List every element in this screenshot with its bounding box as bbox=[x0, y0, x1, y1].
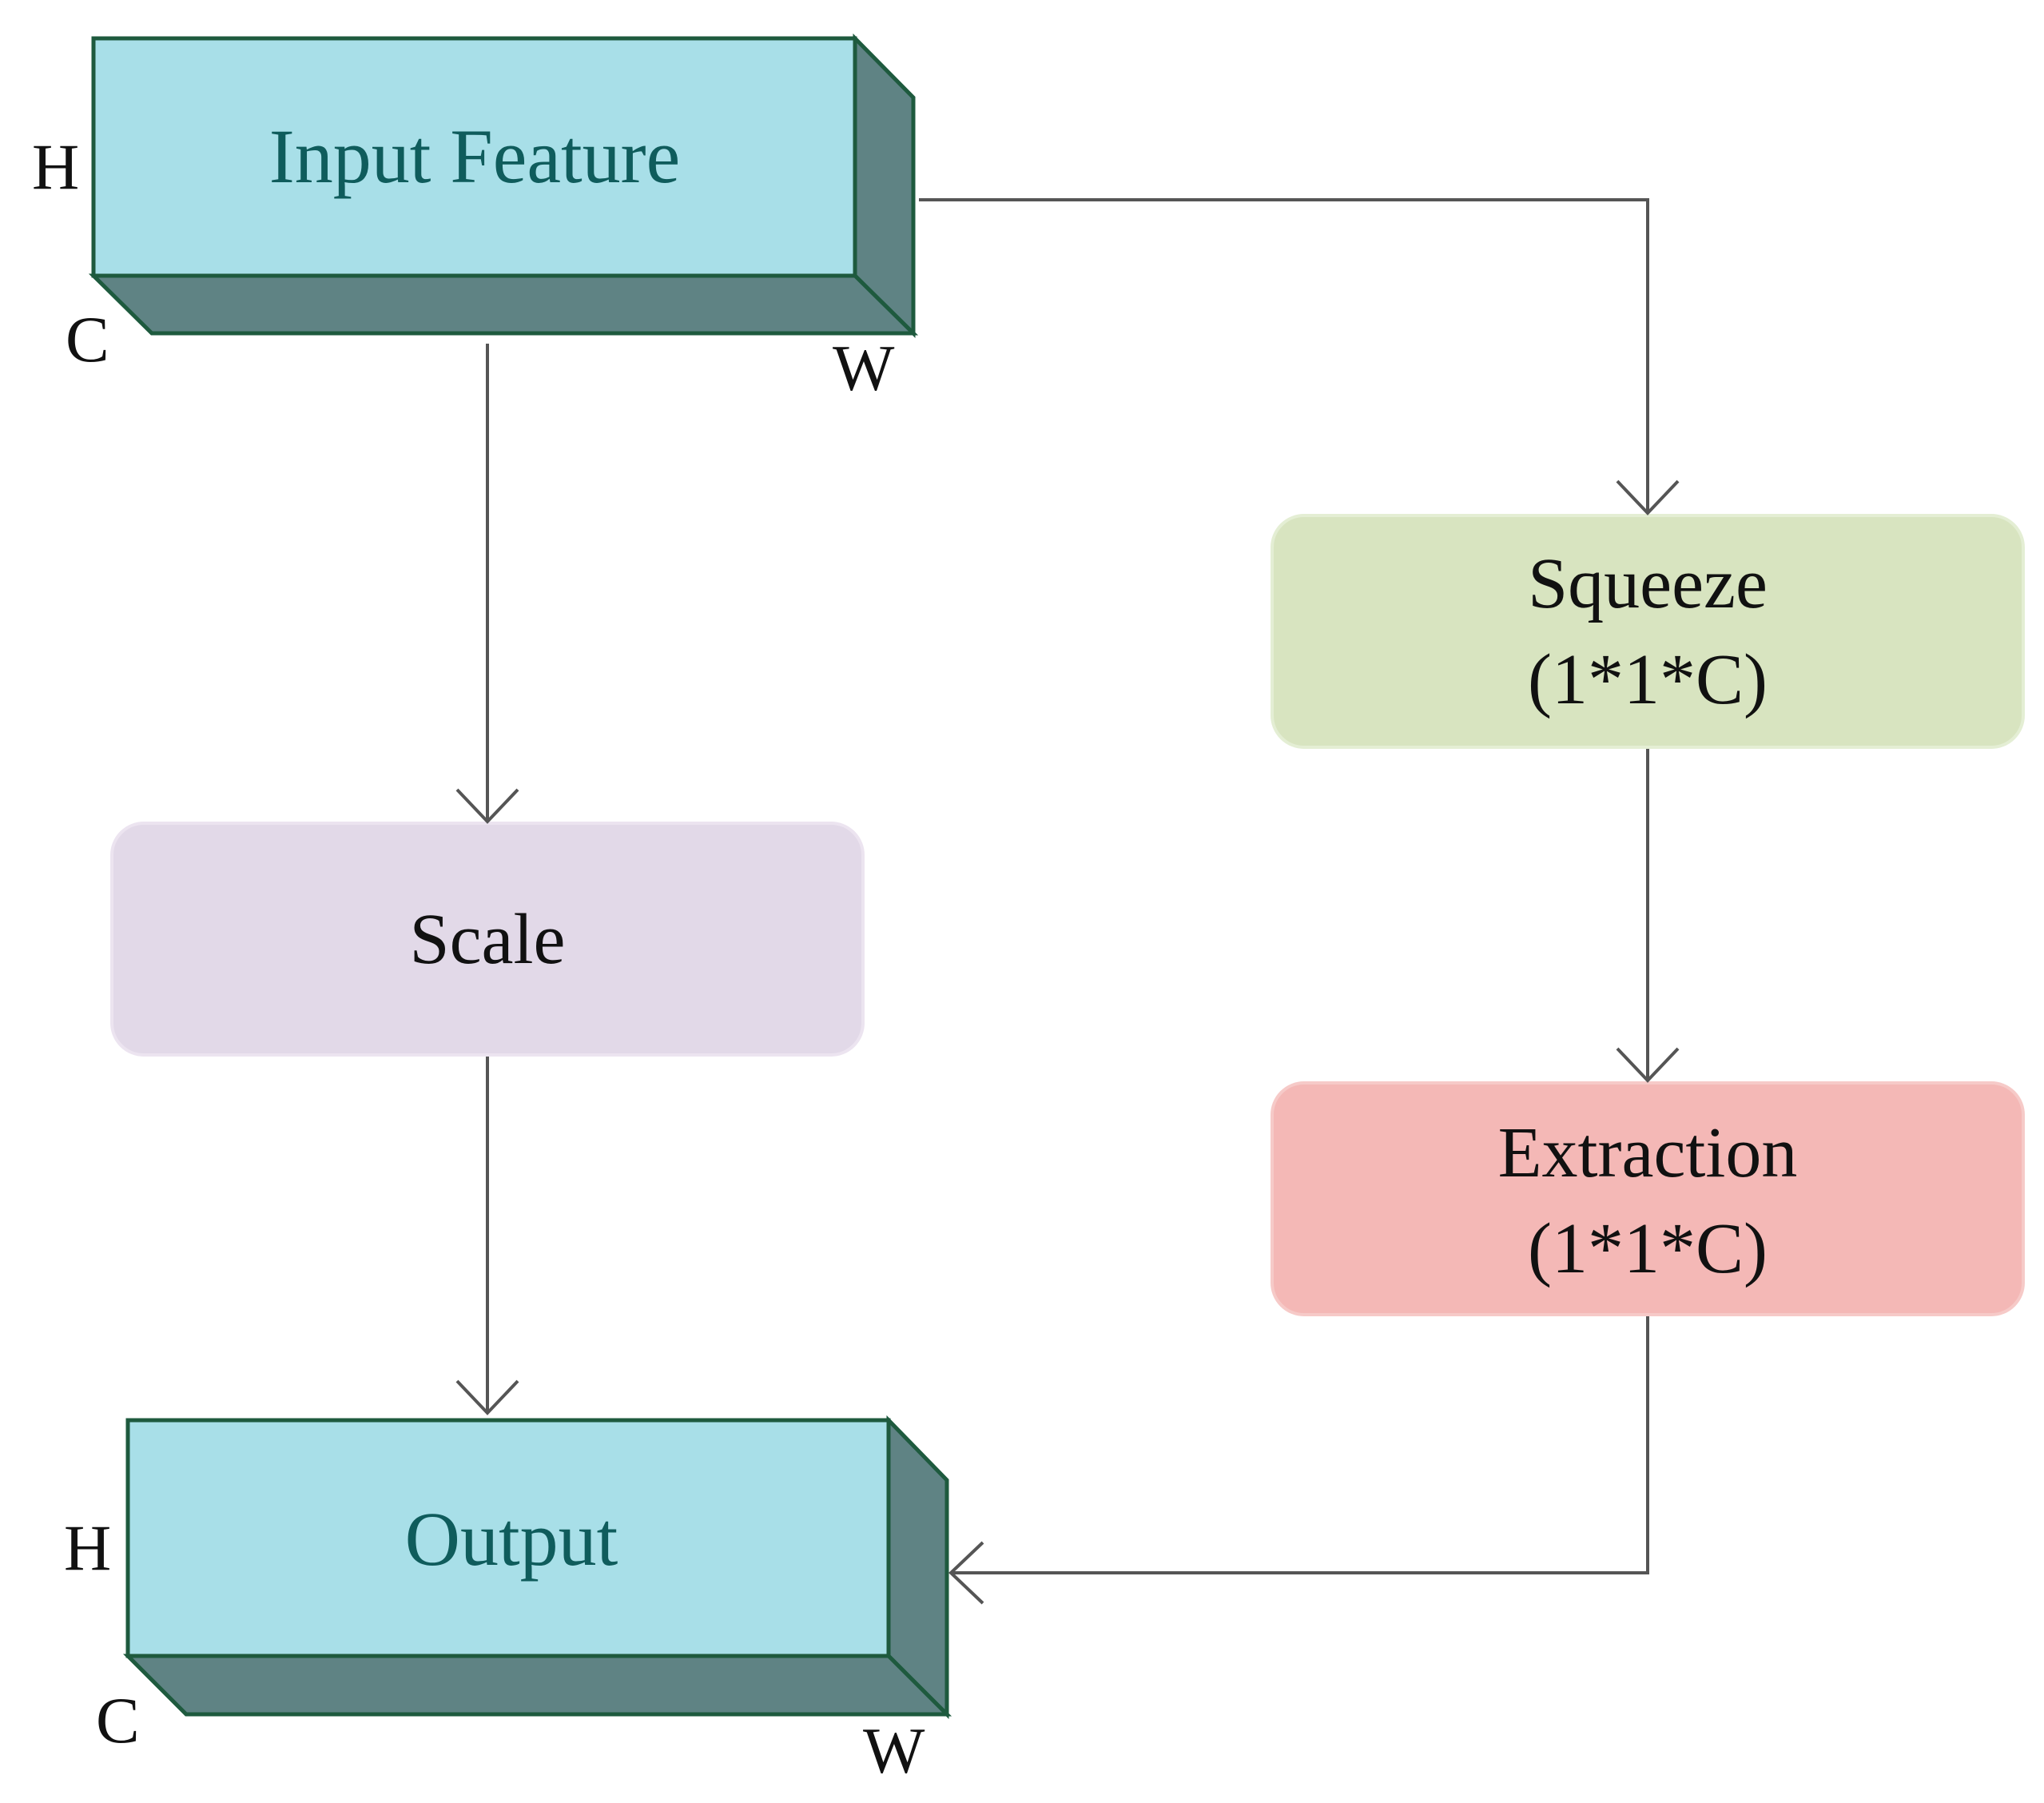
edge-scale-to-output bbox=[455, 1057, 519, 1415]
squeeze-label-line1: Squeeze bbox=[1528, 544, 1768, 623]
extraction-box: Extraction (1*1*C) bbox=[1271, 1081, 2025, 1316]
arrowhead-down-icon bbox=[455, 1379, 519, 1415]
arrowhead-left-icon bbox=[948, 1541, 984, 1605]
input-dim-w: W bbox=[833, 332, 895, 404]
squeeze-label-line2: (1*1*C) bbox=[1528, 640, 1768, 719]
input-feature-block-bottom bbox=[88, 273, 919, 336]
arrowhead-down-icon bbox=[1616, 480, 1680, 515]
input-feature-label: Input Feature bbox=[269, 113, 681, 199]
input-feature-block-front bbox=[91, 36, 857, 278]
output-block-front bbox=[125, 1418, 891, 1658]
edge-input-to-squeeze bbox=[919, 198, 1680, 515]
output-block-bottom bbox=[122, 1654, 952, 1717]
output-label: Output bbox=[405, 1496, 618, 1582]
arrowhead-down-icon bbox=[1616, 1047, 1680, 1083]
extraction-label-line1: Extraction bbox=[1498, 1113, 1798, 1192]
extraction-label-line2: (1*1*C) bbox=[1528, 1209, 1768, 1288]
scale-label: Scale bbox=[410, 900, 566, 979]
input-dim-h: H bbox=[32, 130, 79, 203]
output-block: Output H C W bbox=[64, 1415, 952, 1787]
squeeze-box-shape bbox=[1271, 514, 2025, 749]
input-feature-block: Input Feature H C W bbox=[32, 33, 919, 404]
extraction-box-shape bbox=[1271, 1081, 2025, 1316]
edge-extraction-to-output bbox=[948, 1316, 1649, 1605]
output-dim-w: W bbox=[863, 1714, 925, 1787]
output-dim-c: C bbox=[96, 1684, 140, 1757]
edge-input-to-scale bbox=[455, 344, 519, 824]
output-dim-h: H bbox=[64, 1511, 111, 1584]
squeeze-box: Squeeze (1*1*C) bbox=[1271, 514, 2025, 749]
scale-box: Scale bbox=[110, 822, 865, 1057]
arrowhead-down-icon bbox=[455, 788, 519, 824]
input-dim-c: C bbox=[66, 303, 109, 376]
edge-squeeze-to-extraction bbox=[1616, 749, 1680, 1083]
